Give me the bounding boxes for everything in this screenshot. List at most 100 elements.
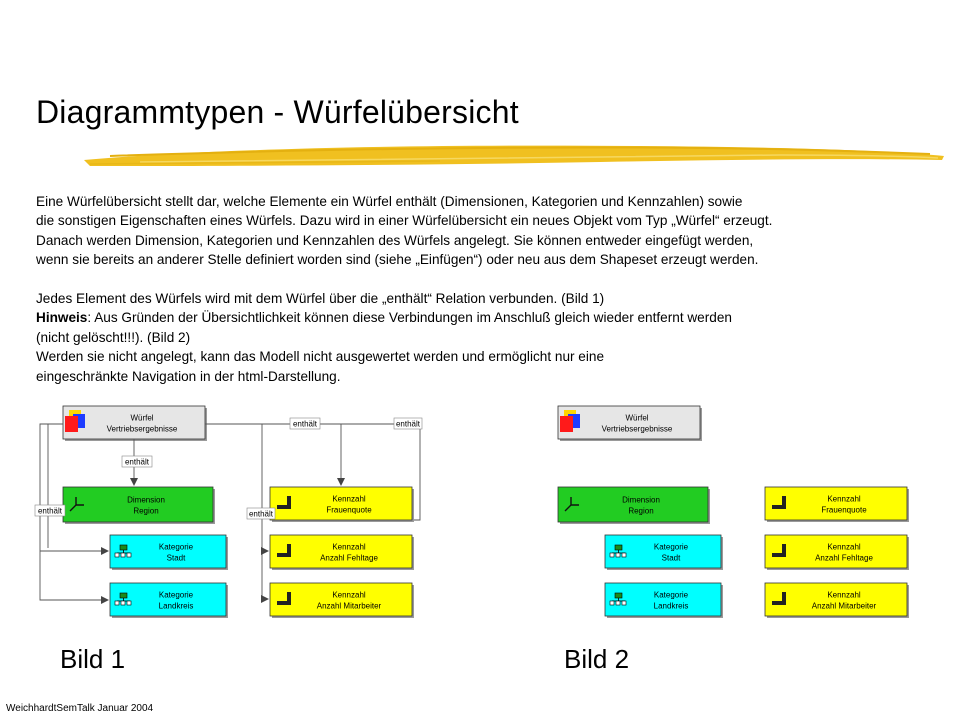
cube-icon-front <box>65 416 78 432</box>
relation-label-box <box>34 504 66 517</box>
bild2-diagram: WürfelVertriebsergebnisseDimensionRegion… <box>557 405 909 618</box>
kennzahl-line2: Frauenquote <box>821 506 867 515</box>
wuerfel-line2: Vertriebsergebnisse <box>107 425 178 434</box>
kennzahl-box <box>269 582 413 617</box>
network-icon-node <box>609 600 615 606</box>
kategorie-box <box>109 582 227 617</box>
paragraph-line: Danach werden Dimension, Kategorien und … <box>36 232 754 248</box>
network-icon-node <box>615 552 621 558</box>
dimension-line1: Dimension <box>622 496 660 505</box>
relation-label-box <box>289 417 321 430</box>
slide-title: Diagrammtypen - Würfelübersicht <box>36 94 519 130</box>
paragraph-line: wenn sie bereits an anderer Stelle defin… <box>36 252 759 268</box>
hint-line: Hinweis: Aus Gründen der Übersichtlichke… <box>36 308 936 327</box>
kennzahl-line1: Kennzahl <box>332 495 366 504</box>
ruler-icon <box>772 496 786 509</box>
kategorie-line2: Stadt <box>167 554 186 563</box>
kennzahl-box <box>764 486 908 521</box>
kennzahl-line2: Anzahl Fehltage <box>320 554 378 563</box>
network-icon-top <box>119 592 128 599</box>
hint-colon: : <box>87 310 92 326</box>
hint-text: Aus Gründen der Übersichtlichkeit können… <box>94 310 732 326</box>
network-icon-node <box>114 600 120 606</box>
network-icon-node <box>126 600 132 606</box>
bild1-diagram: WürfelVertriebsergebnisseDimensionRegion… <box>34 405 423 618</box>
ruler-icon <box>277 496 291 509</box>
relation-label: enthält <box>396 420 421 429</box>
kategorie-line1: Kategorie <box>159 591 194 600</box>
wuerfel-box <box>557 405 701 440</box>
kennzahl-box <box>269 486 413 521</box>
paragraph-line: Werden sie nicht angelegt, kann das Mode… <box>36 349 605 365</box>
kennzahl-box <box>764 534 908 569</box>
wuerfel-line1: Würfel <box>625 414 648 423</box>
kategorie-line2: Stadt <box>662 554 681 563</box>
hint-label: Hinweis <box>36 310 88 326</box>
paragraph-line: Jedes Element des Würfels wird mit dem W… <box>36 291 605 307</box>
paragraph-line: Eine Würfelübersicht stellt dar, welche … <box>36 194 743 209</box>
ruler-icon <box>772 592 786 605</box>
body-text: Eine Würfelübersicht stellt dar, welche … <box>36 192 936 386</box>
kennzahl-line2: Anzahl Mitarbeiter <box>317 602 382 611</box>
kategorie-line1: Kategorie <box>654 591 689 600</box>
kennzahl-line2: Anzahl Fehltage <box>815 554 873 563</box>
relation-label-box <box>121 455 153 468</box>
dimension-line2: Region <box>628 507 653 516</box>
network-icon-node <box>114 552 120 558</box>
axes-icon <box>564 497 579 512</box>
kennzahl-box <box>764 582 908 617</box>
network-icon-top <box>614 544 623 551</box>
kennzahl-line1: Kennzahl <box>827 591 861 600</box>
network-icon-node <box>621 600 627 606</box>
network-icon-top <box>614 592 623 599</box>
kategorie-line2: Landkreis <box>159 602 194 611</box>
kennzahl-line1: Kennzahl <box>827 543 861 552</box>
kennzahl-line2: Anzahl Mitarbeiter <box>812 602 877 611</box>
kategorie-line1: Kategorie <box>159 543 194 552</box>
kennzahl-line1: Kennzahl <box>827 495 861 504</box>
relation-label: enthält <box>293 420 318 429</box>
wuerfel-box <box>62 405 206 440</box>
relation-label-box <box>393 417 423 430</box>
network-icon-top <box>119 544 128 551</box>
network-icon-node <box>615 600 621 606</box>
wuerfel-line2: Vertriebsergebnisse <box>602 425 673 434</box>
wuerfel-line1: Würfel <box>130 414 153 423</box>
network-icon-node <box>126 552 132 558</box>
highlighter-stroke <box>84 145 944 166</box>
kategorie-line1: Kategorie <box>654 543 689 552</box>
cube-icon-front <box>560 416 573 432</box>
network-icon-node <box>609 552 615 558</box>
relation-label: enthält <box>125 458 150 467</box>
ruler-icon <box>277 544 291 557</box>
caption-bild2: Bild 2 <box>564 644 630 674</box>
kategorie-box <box>604 534 722 569</box>
kennzahl-box <box>269 534 413 569</box>
kategorie-box <box>604 582 722 617</box>
kategorie-line2: Landkreis <box>654 602 689 611</box>
dimension-box <box>557 486 709 523</box>
paragraph-line: die sonstigen Eigenschaften eines Würfel… <box>36 213 773 229</box>
dimension-box <box>62 486 214 523</box>
kennzahl-line1: Kennzahl <box>332 591 366 600</box>
paragraph-line: eingeschränkte Navigation in der html-Da… <box>36 368 341 384</box>
kategorie-box <box>109 534 227 569</box>
ruler-icon <box>772 544 786 557</box>
connector-line <box>261 424 269 603</box>
axes-icon <box>69 497 84 512</box>
footer-text: WeichhardtSemTalk Januar 2004 <box>6 703 154 714</box>
kennzahl-line2: Frauenquote <box>326 506 372 515</box>
ruler-icon <box>277 592 291 605</box>
caption-bild1: Bild 1 <box>60 644 126 674</box>
dimension-line2: Region <box>133 507 158 516</box>
network-icon-node <box>120 600 126 606</box>
relation-label: enthält <box>38 507 63 516</box>
dimension-line1: Dimension <box>127 496 165 505</box>
network-icon-node <box>621 552 627 558</box>
paragraph-line: (nicht gelöscht!!!). (Bild 2) <box>36 329 191 345</box>
relation-label-box <box>246 507 276 520</box>
kennzahl-line1: Kennzahl <box>332 543 366 552</box>
relation-label: enthält <box>249 510 274 519</box>
network-icon-node <box>120 552 126 558</box>
